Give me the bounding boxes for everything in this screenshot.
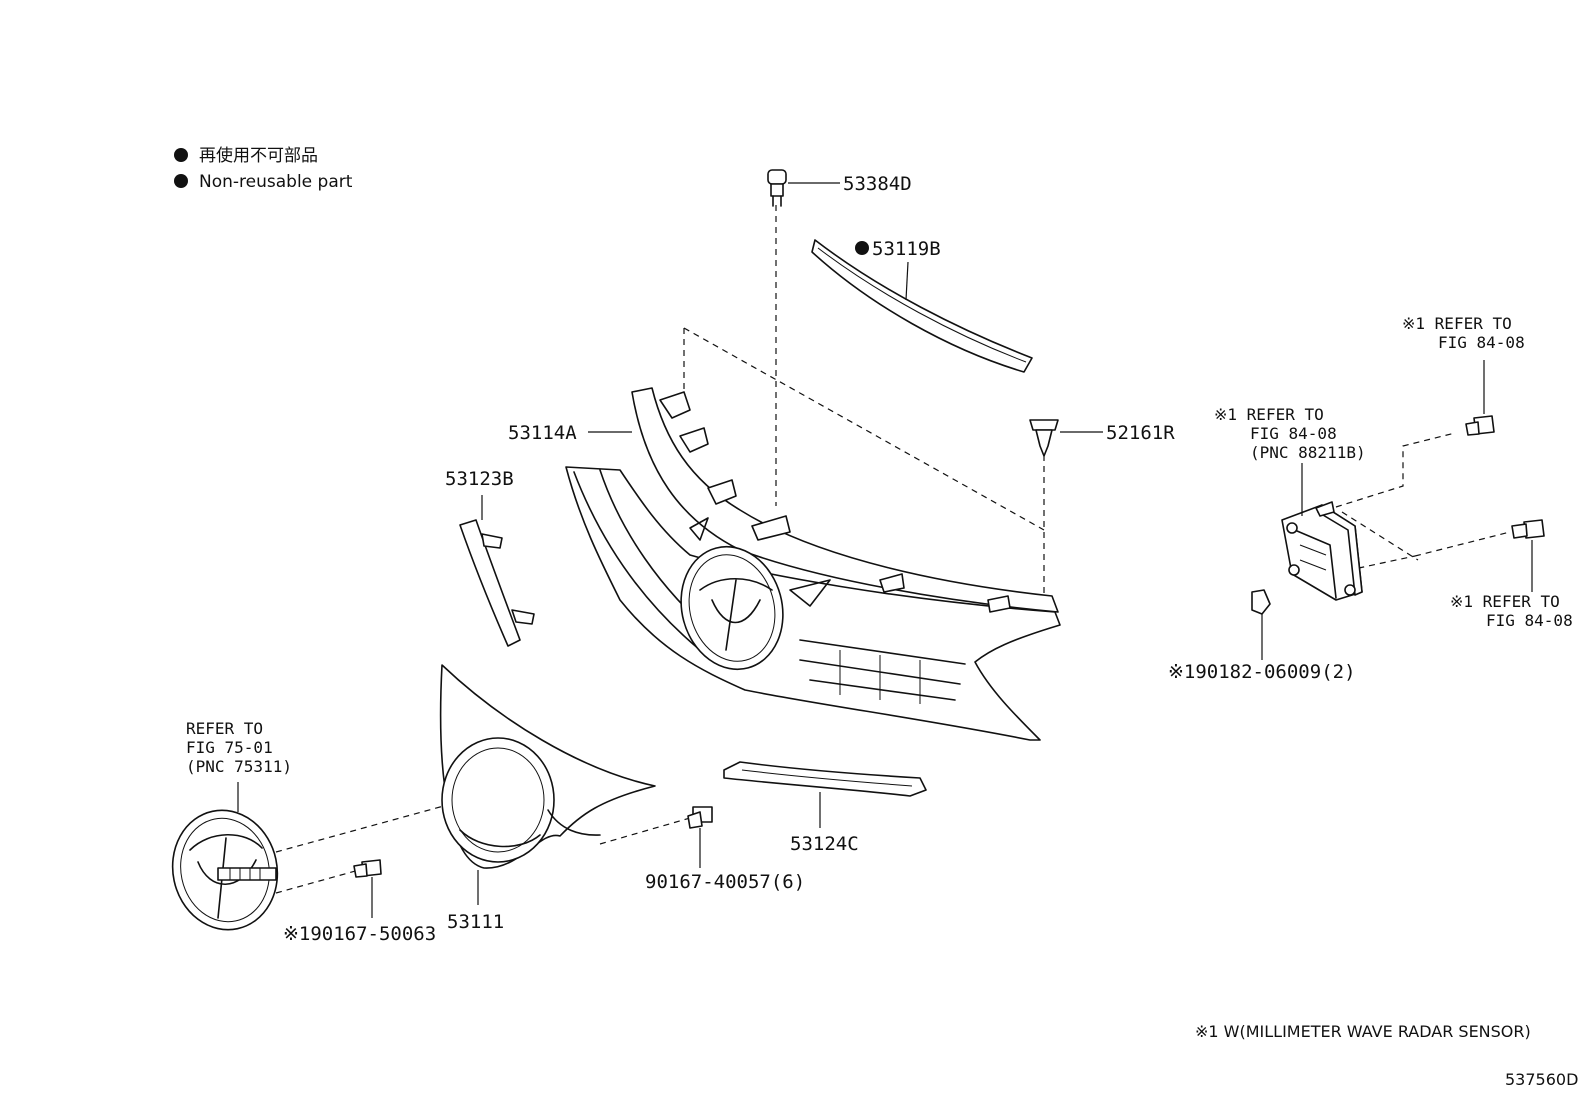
part-label-53119B: 53119B (872, 238, 941, 260)
ref-sensor-l1: ※1 REFER TO (1214, 405, 1324, 424)
ref-bolt-top-l1: ※1 REFER TO (1402, 314, 1512, 333)
part-label-90182-06009: ※190182-06009(2) (1168, 661, 1356, 683)
ref-bolt-right-l1: ※1 REFER TO (1450, 592, 1560, 611)
non-reusable-bullet-icon (174, 174, 188, 188)
part-53123B-bracket: 53123B (445, 468, 535, 647)
part-53124C-molding: 53124C (723, 761, 927, 855)
ref-emblem-l3: (PNC 75311) (186, 757, 292, 776)
part-label-53111: 53111 (447, 911, 504, 933)
part-53384D-clip: 53384D (767, 169, 912, 207)
ref-bolt-right-l2: FIG 84-08 (1486, 611, 1573, 630)
part-53119B-molding: 53119B (811, 238, 1033, 373)
ref-emblem-l2: FIG 75-01 (186, 738, 273, 757)
non-reusable-bullet-icon (855, 241, 869, 255)
legend-text-en: Non-reusable part (199, 172, 353, 192)
legend: 再使用不可部品 Non-reusable part (174, 145, 353, 192)
part-label-53114A: 53114A (508, 422, 577, 444)
part-label-53123B: 53123B (445, 468, 514, 490)
non-reusable-bullet-icon (174, 148, 188, 162)
part-90167-40057-screw: 90167-40057(6) (645, 806, 805, 893)
part-radar-sensor: ※1 REFER TO FIG 84-08 (PNC 88211B) (1214, 405, 1366, 601)
part-label-52161R: 52161R (1106, 422, 1175, 444)
part-label-90167-40057: 90167-40057(6) (645, 871, 805, 893)
part-label-53384D: 53384D (843, 173, 912, 195)
part-sensor-bolt-right: ※1 REFER TO FIG 84-08 (1450, 519, 1573, 630)
part-label-53124C: 53124C (790, 833, 859, 855)
ref-sensor-l3: (PNC 88211B) (1250, 443, 1366, 462)
ref-emblem-l1: REFER TO (186, 719, 263, 738)
part-53114A-grille: 53114A (508, 387, 1061, 741)
part-sensor-bolt-top: ※1 REFER TO FIG 84-08 (1402, 314, 1525, 436)
assembly-lines (275, 205, 1511, 894)
ref-sensor-l2: FIG 84-08 (1250, 424, 1337, 443)
part-90167-50063-screw: ※190167-50063 (283, 859, 436, 945)
legend-text-jp: 再使用不可部品 (199, 145, 318, 166)
footer-note: ※1 W(MILLIMETER WAVE RADAR SENSOR) (1195, 1022, 1531, 1041)
ref-bolt-top-l2: FIG 84-08 (1438, 333, 1525, 352)
part-53111-surround: 53111 (439, 664, 656, 933)
diagram-code: 537560D (1505, 1070, 1578, 1089)
part-emblem: REFER TO FIG 75-01 (PNC 75311) (171, 719, 292, 931)
part-52161R-clip: 52161R (1029, 419, 1175, 457)
part-90182-06009-nut: ※190182-06009(2) (1168, 589, 1356, 683)
part-label-90167-50063: ※190167-50063 (283, 923, 436, 945)
